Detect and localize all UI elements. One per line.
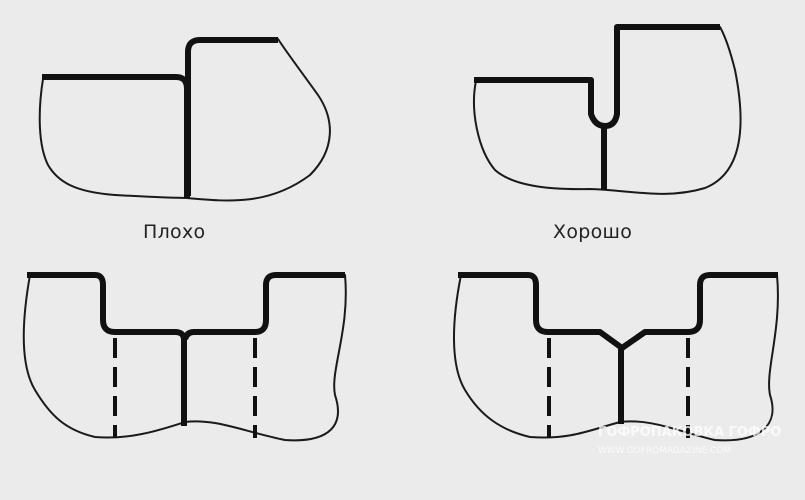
watermark-line1: ГОФРОПАКОВКА ГОФРО: [598, 425, 781, 440]
panel-bottom-left: [22, 272, 347, 442]
panel-bad-joint: [38, 37, 331, 202]
caption-good: Хорошо: [553, 221, 633, 243]
bad-joint-right-board: [185, 37, 278, 196]
bottom-left-right-board: [182, 272, 345, 340]
bottom-right-right-board: [620, 272, 778, 351]
good-joint-left-board: [474, 24, 720, 129]
bottom-right-outline: [453, 274, 779, 442]
bad-joint-outline: [38, 38, 331, 202]
bottom-left-left-board: [27, 272, 187, 426]
watermark: ГОФРОПАКОВКА ГОФРО WWW.GOFROMAGAZINE.COM: [598, 425, 781, 456]
bottom-left-outline: [22, 274, 347, 442]
caption-bad: Плохо: [143, 221, 206, 243]
bad-joint-left-board: [42, 74, 190, 198]
watermark-line2: WWW.GOFROMAGAZINE.COM: [598, 446, 731, 456]
bottom-right-left-board: [458, 272, 624, 351]
panel-good-joint: [473, 24, 742, 195]
good-joint-outline: [473, 26, 742, 195]
panel-bottom-right: [453, 272, 779, 442]
